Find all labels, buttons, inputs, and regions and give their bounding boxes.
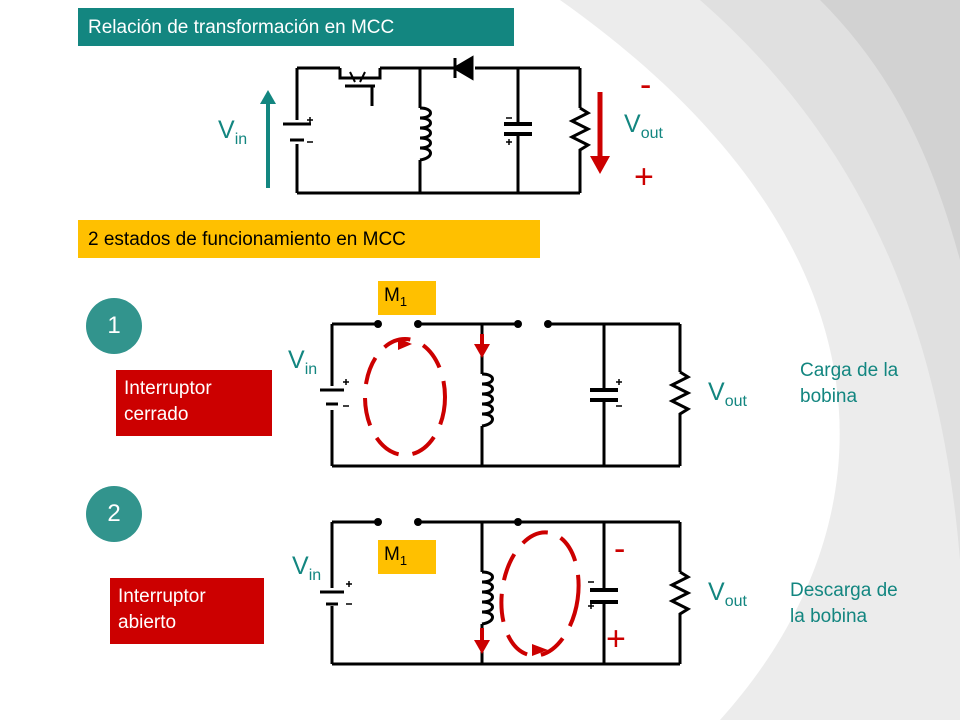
state1-description: Carga de la bobina [800,360,899,407]
state2-description: Descarga de la bobina [790,580,898,627]
polarity-marks [307,117,622,609]
top-plus-sign: + [634,158,654,196]
title-banner: Relación de transformación en MCC [78,8,514,46]
state1-badge: 1 [86,298,142,354]
top-mosfet-body [349,71,366,83]
top-capacitor-plates [504,122,532,136]
s2-resistor [668,570,692,624]
state2-vin-label: Vin [292,552,322,584]
state2-plus-sign: + [606,620,626,658]
top-resistor [568,106,592,158]
top-diode [452,55,474,81]
s2-inductor-coil [481,570,494,626]
state1-switch-label: M1 [378,281,436,315]
section-text: 2 estados de funcionamiento en MCC [88,229,406,250]
section-banner: 2 estados de funcionamiento en MCC [78,220,540,258]
top-minus-sign: - [640,66,652,104]
top-battery [283,122,311,142]
state2-badge: 2 [86,486,142,542]
s1-inductor-arrow [474,334,490,358]
state2-vout-label: Vout [708,578,747,610]
state2-status-box: Interruptor abierto [110,578,264,644]
top-mosfet [338,68,382,106]
s1-inductor-coil [481,372,494,428]
s2-loop-arrow [532,644,548,656]
s1-battery [320,388,344,406]
switch-contacts [374,320,552,526]
state1-vin-label: Vin [288,346,318,378]
state1-status-box: Interruptor cerrado [116,370,272,436]
circuit-state1 [320,322,692,468]
s1-loop-arrow [398,338,412,350]
top-vout-label: Vout [624,110,663,142]
state1-vout-label: Vout [708,378,747,410]
s2-battery [320,590,344,606]
top-inductor-coil [419,106,432,162]
circuit-state2 [320,520,692,666]
s1-current-loop [363,337,447,457]
s2-current-loop [499,530,581,658]
s2-capacitor-plates [590,588,618,604]
s1-capacitor-plates [590,388,618,402]
circuit-top [283,55,592,195]
top-vout-arrow [590,92,610,174]
state2-switch-label: M1 [378,540,436,574]
s1-resistor [668,370,692,424]
top-vin-label: Vin [218,116,248,148]
state2-minus-sign: - [614,530,626,568]
top-vin-arrow [260,90,276,188]
s2-inductor-arrow [474,628,490,654]
title-text: Relación de transformación en MCC [88,17,395,38]
